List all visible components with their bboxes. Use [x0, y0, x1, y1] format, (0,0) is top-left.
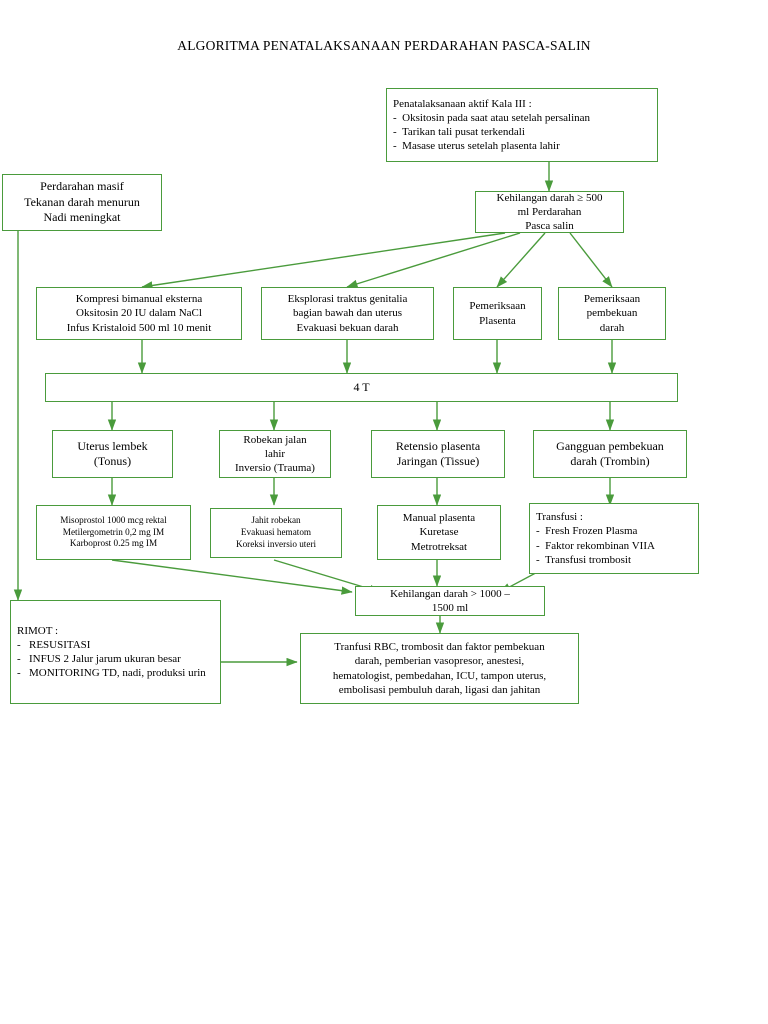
node-line: Pemeriksaan [583, 293, 641, 306]
node-line: Perdarahan masif [40, 179, 124, 194]
node-robekan-jalan-lahir-trauma: Robekan jalan lahir Inversio (Trauma) [219, 430, 331, 478]
node-tindakan-tissue: Manual plasenta Kuretase Metrotreksat [377, 505, 501, 560]
node-4t: 4 T [45, 373, 678, 402]
rimot-item-label: RESUSITASI [29, 638, 91, 651]
node-line: Misoprostol 1000 mcg rektal [60, 514, 167, 525]
node-line: darah (Trombin) [570, 454, 650, 468]
node-line: (Tonus) [93, 454, 132, 468]
node-kompresi-bimanual: Kompresi bimanual eksterna Oksitosin 20 … [36, 287, 242, 340]
node-line: - Faktor rekombinan VIIA [536, 539, 655, 552]
node-line: Kehilangan darah > 1000 – [390, 587, 510, 600]
node-line: lahir [264, 447, 286, 460]
rimot-item: - MONITORING TD, nadi, produksi urin [17, 666, 206, 680]
node-line: Oksitosin 20 IU dalam NaCl [76, 307, 202, 320]
node-line: Jahit robekan [251, 515, 301, 526]
rimot-item-label: MONITORING TD, nadi, produksi urin [29, 667, 206, 680]
node-line: embolisasi pembuluh darah, ligasi dan ja… [338, 683, 541, 696]
node-uterus-lembek-tonus: Uterus lembek (Tonus) [52, 430, 173, 478]
node-line: Transfusi : [536, 511, 583, 524]
node-line: Jaringan (Tissue) [396, 454, 480, 468]
node-perdarahan-masif: Perdarahan masif Tekanan darah menurun N… [2, 174, 162, 231]
node-line: - Masase uterus setelah plasenta lahir [393, 140, 560, 153]
node-line: Kehilangan darah ≥ 500 [496, 191, 603, 204]
node-line: Retensio plasenta [395, 438, 481, 453]
node-line: Pemeriksaan [469, 300, 526, 313]
node-line: Metrotreksat [410, 540, 468, 553]
list-dash: - [17, 667, 21, 680]
node-line: Manual plasenta [402, 512, 476, 525]
node-retensio-plasenta-tissue: Retensio plasenta Jaringan (Tissue) [371, 430, 505, 478]
rimot-item: - RESUSITASI [17, 638, 90, 652]
node-gangguan-pembekuan-trombin: Gangguan pembekuan darah (Trombin) [533, 430, 687, 478]
node-line: darah, pemberian vasopresor, anestesi, [354, 655, 525, 668]
node-eksplorasi-traktus: Eksplorasi traktus genitalia bagian bawa… [261, 287, 434, 340]
node-kehilangan-darah-1000: Kehilangan darah > 1000 – 1500 ml [355, 586, 545, 616]
node-line: Tekanan darah menurun [24, 194, 140, 209]
node-line: - Tarikan tali pusat terkendali [393, 126, 525, 138]
node-line: Karboprost 0.25 mg IM [69, 538, 158, 549]
node-line: Gangguan pembekuan [556, 438, 664, 453]
node-obat-tonus: Misoprostol 1000 mcg rektal Metilergomet… [36, 505, 191, 560]
node-line: ml Perdarahan [517, 205, 582, 218]
node-line: pembekuan [586, 307, 638, 320]
node-line: Metilergometrin 0,2 mg IM [62, 526, 165, 537]
list-dash: - [17, 638, 21, 651]
node-tranfusi-rbc: Tranfusi RBC, trombosit dan faktor pembe… [300, 633, 579, 704]
node-line: Plasenta [479, 314, 516, 327]
node-line: Eksplorasi traktus genitalia [287, 293, 408, 306]
node-line: Inversio (Trauma) [235, 462, 315, 475]
node-line: - Transfusi trombosit [536, 553, 632, 566]
node-line: Robekan jalan [243, 433, 307, 446]
node-line: Kompresi bimanual eksterna [75, 293, 203, 306]
node-line: 4 T [353, 379, 370, 394]
list-dash: - [17, 653, 21, 665]
node-line: - Oksitosin pada saat atau setelah persa… [393, 111, 591, 124]
node-penatalaksanaan-aktif-kala-3: Penatalaksanaan aktif Kala III : - Oksit… [386, 88, 658, 162]
rimot-heading: RIMOT : [17, 624, 59, 637]
node-line: Koreksi inversio uteri [235, 538, 317, 549]
rimot-item-label: INFUS 2 Jalur jarum ukuran besar [29, 653, 181, 665]
node-tindakan-trauma: Jahit robekan Evakuasi hematom Koreksi i… [210, 508, 342, 558]
node-line: Infus Kristaloid 500 ml 10 menit [66, 321, 212, 334]
node-line: Evakuasi bekuan darah [296, 321, 399, 334]
node-transfusi: Transfusi : - Fresh Frozen Plasma - Fakt… [529, 503, 699, 574]
node-line: Tranfusi RBC, trombosit dan faktor pembe… [334, 641, 545, 654]
node-line: 1500 ml [431, 602, 469, 614]
node-line: Uterus lembek [77, 438, 148, 453]
node-kehilangan-darah-500: Kehilangan darah ≥ 500 ml Perdarahan Pas… [475, 191, 624, 233]
node-rimot: RIMOT : - RESUSITASI - INFUS 2 Jalur jar… [10, 600, 221, 704]
node-line: Penatalaksanaan aktif Kala III : [393, 97, 532, 110]
node-line: Kuretase [419, 526, 459, 539]
node-pemeriksaan-plasenta: Pemeriksaan Plasenta [453, 287, 542, 340]
node-pemeriksaan-pembekuan-darah: Pemeriksaan pembekuan darah [558, 287, 666, 340]
node-line: darah [599, 321, 625, 334]
node-line: - Fresh Frozen Plasma [536, 525, 638, 538]
node-line: Nadi meningkat [43, 210, 121, 225]
rimot-item: - INFUS 2 Jalur jarum ukuran besar [17, 652, 181, 666]
page-title: ALGORITMA PENATALAKSANAAN PERDARAHAN PAS… [177, 38, 591, 53]
node-line: hematologist, pembedahan, ICU, tampon ut… [332, 669, 547, 682]
node-line: bagian bawah dan uterus [292, 307, 403, 320]
node-line: Pasca salin [525, 220, 574, 233]
node-line: Evakuasi hematom [240, 527, 312, 538]
